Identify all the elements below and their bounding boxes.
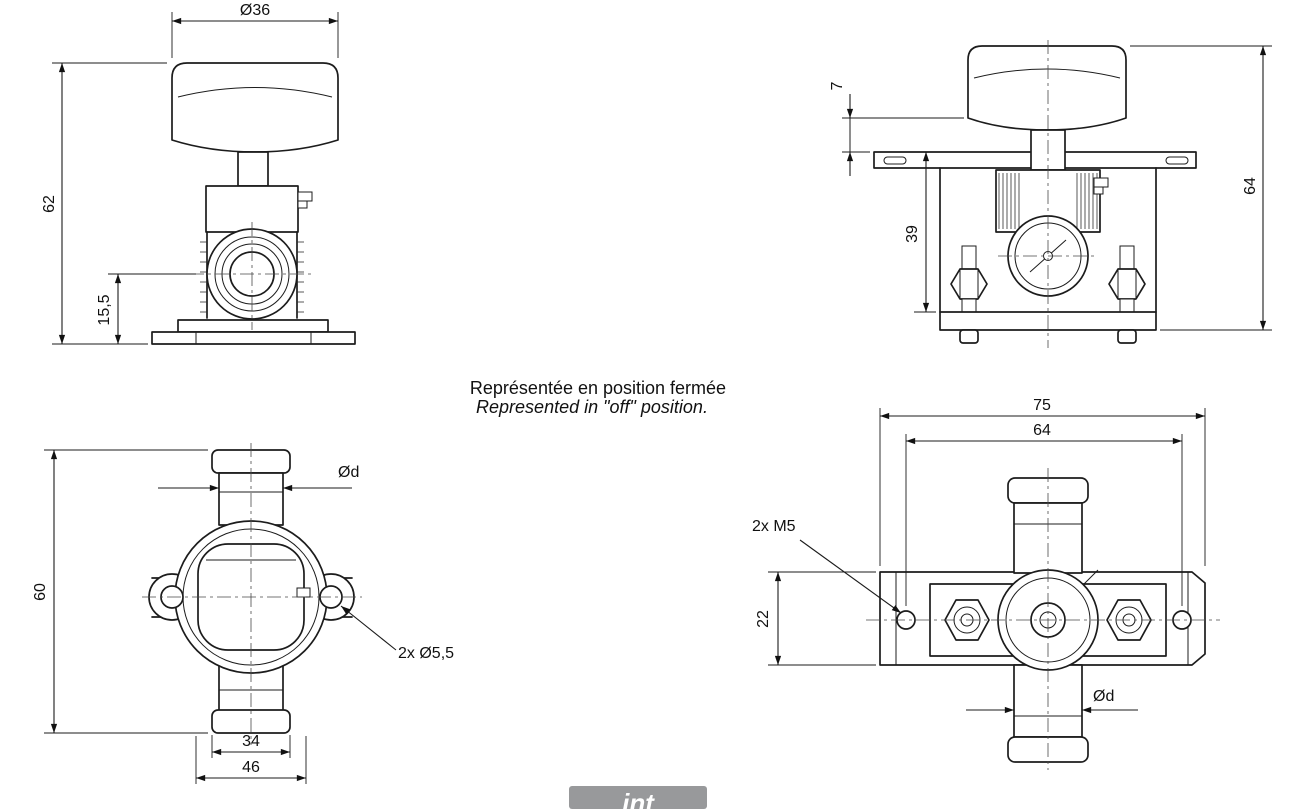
side-terminal-right <box>1108 245 1146 313</box>
top-dim-bracket-width: 75 <box>879 397 1206 566</box>
side-dim-total-height: 64 <box>1130 45 1272 331</box>
top-view: 75 64 22 2x M5 Ød <box>752 397 1220 770</box>
top-dim-bracket-depth: 22 <box>755 571 876 666</box>
front-base-flange <box>151 319 356 345</box>
front-stem <box>237 151 269 187</box>
side-under-bolts <box>959 329 1137 344</box>
front-thread-hatch <box>200 241 304 313</box>
bottom-dim-hose-diameter: Ød <box>158 464 359 492</box>
watermark-badge: int <box>569 786 707 809</box>
side-dim-bracket-to-base: 39 <box>904 152 936 313</box>
dim-label-bottom-inner-width: 34 <box>242 733 260 750</box>
dim-label-front-port-height: 15,5 <box>96 294 113 325</box>
front-dim-port-center-height: 15,5 <box>96 273 196 344</box>
dim-label-side-total-height: 64 <box>1242 177 1259 195</box>
side-knob <box>967 45 1127 131</box>
dim-label-top-bracket-depth: 22 <box>755 610 772 628</box>
front-dim-knob-diameter: Ø36 <box>171 2 339 58</box>
bottom-view: Ød 2x Ø5,5 60 34 46 <box>32 443 454 784</box>
dim-label-bottom-mount-holes: 2x Ø5,5 <box>398 645 454 662</box>
dim-label-top-hole-spacing: 64 <box>1033 422 1051 439</box>
top-dim-hole-spacing: 64 <box>905 422 1183 606</box>
dim-label-side-knob-to-bracket: 7 <box>829 81 846 90</box>
dim-label-front-total-height: 62 <box>41 195 58 213</box>
dim-label-bottom-hose-diameter: Ød <box>338 464 359 481</box>
dim-label-bottom-outer-width: 46 <box>242 759 260 776</box>
watermark-text: int <box>622 788 655 809</box>
front-view: Ø36 62 15,5 <box>41 2 356 345</box>
dim-label-front-knob-diameter: Ø36 <box>240 2 270 19</box>
bottom-dim-inner-width: 34 <box>211 733 291 758</box>
front-knob <box>171 62 339 153</box>
front-lever-clip <box>297 191 313 209</box>
side-thread-hatch <box>998 173 1098 229</box>
note-english: Represented in "off" position. <box>476 397 708 417</box>
top-dim-hose-diameter: Ød <box>966 688 1138 714</box>
dim-label-bottom-total-height: 60 <box>32 583 49 601</box>
dim-label-top-mount-thread: 2x M5 <box>752 518 796 535</box>
dim-label-top-hose-diameter: Ød <box>1093 688 1114 705</box>
side-view: 7 39 64 <box>829 40 1272 348</box>
dim-label-top-bracket-width: 75 <box>1033 397 1051 414</box>
drawing-note: Représentée en position fermée Represent… <box>470 378 726 417</box>
bottom-dim-mount-holes: 2x Ø5,5 <box>340 605 454 662</box>
top-dim-mount-thread: 2x M5 <box>752 518 902 614</box>
side-terminal-left <box>950 245 988 313</box>
bottom-dim-outer-width: 46 <box>195 736 307 784</box>
dim-label-side-bracket-to-base: 39 <box>904 225 921 243</box>
side-bracket-walls <box>939 167 1157 313</box>
bottom-dim-total-height: 60 <box>32 449 208 734</box>
front-dim-total-height: 62 <box>41 62 167 345</box>
note-french: Représentée en position fermée <box>470 378 726 398</box>
side-dim-knob-to-bracket: 7 <box>829 81 964 176</box>
side-lever-clip <box>1093 177 1109 195</box>
